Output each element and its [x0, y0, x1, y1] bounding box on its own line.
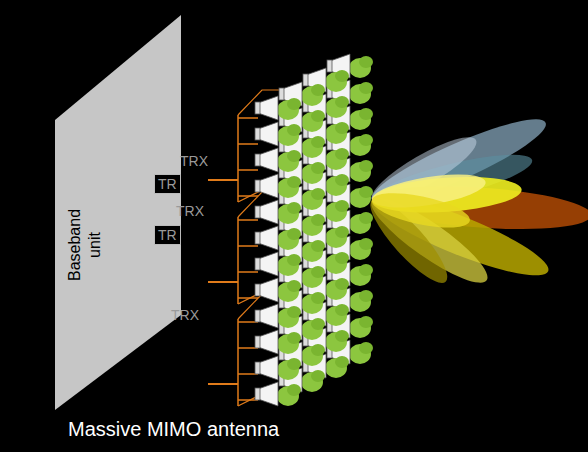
trx-label: TRX: [171, 307, 199, 323]
unit-label: Baseband unit: [65, 200, 105, 290]
trx-label: TR: [158, 227, 177, 243]
antenna-elements: [255, 54, 373, 406]
radiation-beams: [361, 106, 588, 294]
trx-label: TRX: [176, 203, 204, 219]
trx-label: TR: [158, 176, 177, 192]
trx-label: TRX: [180, 153, 208, 169]
caption: Massive MIMO antenna: [68, 418, 279, 441]
trx-box: TR: [154, 174, 181, 194]
trx-box: TR: [154, 225, 181, 245]
baseband-unit: Baseband unit: [55, 15, 181, 410]
